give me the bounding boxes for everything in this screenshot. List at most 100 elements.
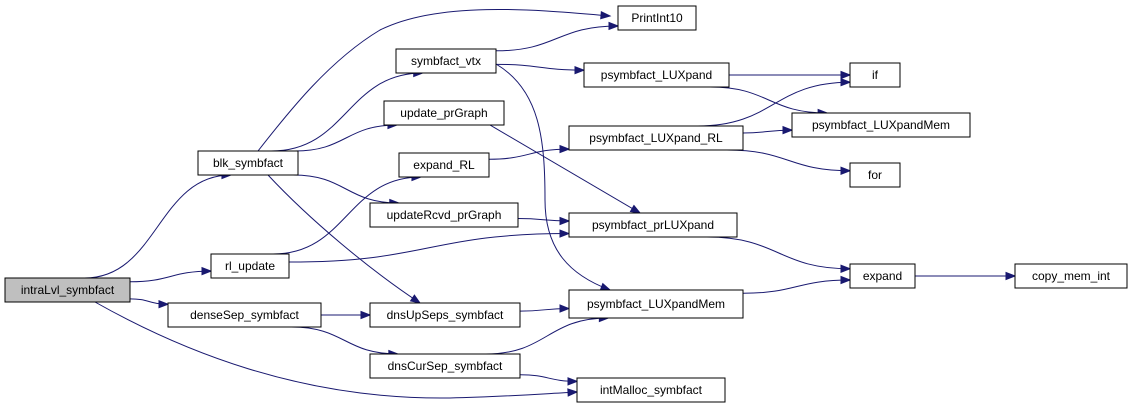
node-expand[interactable]: expand <box>849 263 916 289</box>
edge-blk_symbfact-to-updateRcvd_prGraph <box>293 174 401 208</box>
edge-denseSep_symbfact-to-dnsUpSeps_symbfact <box>321 310 372 320</box>
node-box <box>210 253 290 279</box>
node-label: update_prGraph <box>400 106 487 120</box>
edge-psymbfact_LUXpand-to-psymbfact_LUXpandMem_right <box>710 86 829 118</box>
node-label: denseSep_symbfact <box>190 308 299 322</box>
node-box <box>1014 263 1128 289</box>
edge-psymbfact_LUXpand_RL-to-for-line <box>727 149 851 172</box>
edge-psymbfact_LUXpand_RL-to-if-arrowhead <box>840 77 852 87</box>
node-update_prGraph[interactable]: update_prGraph <box>383 100 505 126</box>
node-box <box>791 112 971 138</box>
node-psymbfact_prLUXpand[interactable]: psymbfact_prLUXpand <box>568 212 738 238</box>
edge-updateRcvd_prGraph-to-psymbfact_prLUXpand <box>517 216 571 226</box>
edge-symbfact_vtx-to-psymbfact_LUXpandMem_mid <box>495 63 612 291</box>
node-label: rl_update <box>225 259 275 273</box>
node-box <box>568 212 738 238</box>
edge-blk_symbfact-to-symbfact_vtx-line <box>271 72 423 152</box>
edge-blk_symbfact-to-PrintInt10-line <box>257 9 611 152</box>
node-box <box>617 5 697 31</box>
edge-psymbfact_LUXpandMem_mid-to-expand-arrowhead <box>840 275 852 285</box>
edge-intraLvl_symbfact-to-blk_symbfact <box>84 170 233 279</box>
node-box <box>568 289 744 319</box>
edge-update_prGraph-to-psymbfact_prLUXpand-line <box>489 124 641 214</box>
node-if[interactable]: if <box>849 62 901 88</box>
edge-psymbfact_prLUXpand-to-expand <box>706 236 852 274</box>
node-psymbfact_LUXpandMem_right[interactable]: psymbfact_LUXpandMem <box>791 112 971 138</box>
edge-blk_symbfact-to-PrintInt10 <box>257 9 612 152</box>
node-dnsUpSeps_symbfact[interactable]: dnsUpSeps_symbfact <box>369 302 521 328</box>
node-denseSep_symbfact[interactable]: denseSep_symbfact <box>167 302 322 328</box>
edge-dnsCurSep_symbfact-to-intMalloc_symbfact <box>519 374 579 386</box>
edge-blk_symbfact-to-PrintInt10-arrowhead <box>600 10 612 20</box>
edge-intraLvl_symbfact-to-denseSep_symbfact-arrowhead <box>158 299 170 309</box>
node-psymbfact_LUXpand[interactable]: psymbfact_LUXpand <box>583 62 730 88</box>
edge-intraLvl_symbfact-to-rl_update-line <box>129 270 212 283</box>
edge-blk_symbfact-to-updateRcvd_prGraph-line <box>293 174 399 204</box>
node-label: expand <box>863 269 902 283</box>
edge-psymbfact_LUXpandMem_mid-to-expand <box>742 275 852 294</box>
edge-dnsUpSeps_symbfact-to-psymbfact_LUXpandMem_mid <box>519 304 571 313</box>
node-box <box>369 302 521 328</box>
node-updateRcvd_prGraph[interactable]: updateRcvd_prGraph <box>369 202 519 228</box>
edge-intraLvl_symbfact-to-blk_symbfact-line <box>84 174 231 279</box>
edge-blk_symbfact-to-dnsUpSeps_symbfact-arrowhead <box>409 294 422 304</box>
node-psymbfact_LUXpand_RL[interactable]: psymbfact_LUXpand_RL <box>568 125 744 151</box>
node-intraLvl_symbfact[interactable]: intraLvl_symbfact <box>4 277 131 303</box>
node-PrintInt10[interactable]: PrintInt10 <box>617 5 697 31</box>
node-blk_symbfact[interactable]: blk_symbfact <box>197 150 299 176</box>
edge-psymbfact_LUXpand_RL-to-if <box>697 77 852 127</box>
edge-blk_symbfact-to-update_prGraph <box>295 120 399 152</box>
node-rl_update[interactable]: rl_update <box>210 253 290 279</box>
node-box <box>383 100 505 126</box>
node-box <box>369 202 519 228</box>
edge-symbfact_vtx-to-psymbfact_LUXpand-arrowhead <box>574 65 586 75</box>
node-box <box>849 162 901 188</box>
edge-psymbfact_LUXpand-to-psymbfact_LUXpandMem_right-line <box>710 86 828 114</box>
node-dnsCurSep_symbfact[interactable]: dnsCurSep_symbfact <box>369 353 521 379</box>
node-box <box>576 377 726 403</box>
edge-denseSep_symbfact-to-dnsCurSep_symbfact-line <box>291 326 398 355</box>
node-label: copy_mem_int <box>1032 269 1111 283</box>
nodes-layer: intraLvl_symbfact blk_symbfact rl_updatede… <box>4 5 1128 403</box>
edge-psymbfact_LUXpand_RL-to-if-line <box>697 81 851 127</box>
edge-update_prGraph-to-psymbfact_prLUXpand-arrowhead <box>629 204 642 214</box>
node-box <box>568 125 744 151</box>
node-psymbfact_LUXpandMem_mid[interactable]: psymbfact_LUXpandMem <box>568 289 744 319</box>
node-label: expand_RL <box>413 158 475 172</box>
node-label: dnsCurSep_symbfact <box>388 359 503 373</box>
edge-expand-to-copy_mem_int-arrowhead <box>1005 271 1017 281</box>
node-label: blk_symbfact <box>213 156 284 170</box>
node-box <box>369 353 521 379</box>
edge-denseSep_symbfact-to-dnsUpSeps_symbfact-arrowhead <box>360 310 372 320</box>
edge-psymbfact_LUXpand-to-if <box>729 70 852 80</box>
node-symbfact_vtx[interactable]: symbfact_vtx <box>395 48 497 74</box>
edge-intraLvl_symbfact-to-intMalloc_symbfact <box>94 301 579 399</box>
edge-intraLvl_symbfact-to-rl_update <box>129 266 213 283</box>
edge-blk_symbfact-to-update_prGraph-line <box>295 124 397 152</box>
edge-update_prGraph-to-psymbfact_prLUXpand <box>489 124 642 214</box>
edge-psymbfact_LUXpand_RL-to-for <box>727 149 852 176</box>
node-copy_mem_int[interactable]: copy_mem_int <box>1014 263 1128 289</box>
edge-blk_symbfact-to-dnsUpSeps_symbfact-line <box>267 174 421 304</box>
node-box <box>395 48 497 74</box>
node-for[interactable]: for <box>849 162 901 188</box>
edge-expand-to-copy_mem_int <box>915 271 1017 281</box>
edge-symbfact_vtx-to-psymbfact_LUXpand <box>495 63 586 75</box>
node-expand_RL[interactable]: expand_RL <box>398 152 490 178</box>
edge-denseSep_symbfact-to-dnsCurSep_symbfact <box>291 326 400 359</box>
node-label: for <box>868 168 882 182</box>
node-label: dnsUpSeps_symbfact <box>387 308 504 322</box>
edge-rl_update-to-psymbfact_prLUXpand-arrowhead <box>559 229 571 238</box>
node-label: psymbfact_prLUXpand <box>592 218 714 232</box>
node-box <box>197 150 299 176</box>
edge-updateRcvd_prGraph-to-psymbfact_prLUXpand-arrowhead <box>559 216 571 226</box>
edge-psymbfact_prLUXpand-to-expand-line <box>706 236 851 270</box>
node-label: intraLvl_symbfact <box>21 283 115 297</box>
node-label: psymbfact_LUXpandMem <box>812 118 950 132</box>
edge-symbfact_vtx-to-psymbfact_LUXpandMem_mid-arrowhead <box>599 282 612 291</box>
node-label: intMalloc_symbfact <box>600 383 703 397</box>
edge-psymbfact_LUXpandMem_mid-to-expand-line <box>742 279 851 294</box>
node-intMalloc_symbfact[interactable]: intMalloc_symbfact <box>576 377 726 403</box>
edge-blk_symbfact-to-dnsUpSeps_symbfact <box>267 174 422 304</box>
node-label: symbfact_vtx <box>411 54 481 68</box>
